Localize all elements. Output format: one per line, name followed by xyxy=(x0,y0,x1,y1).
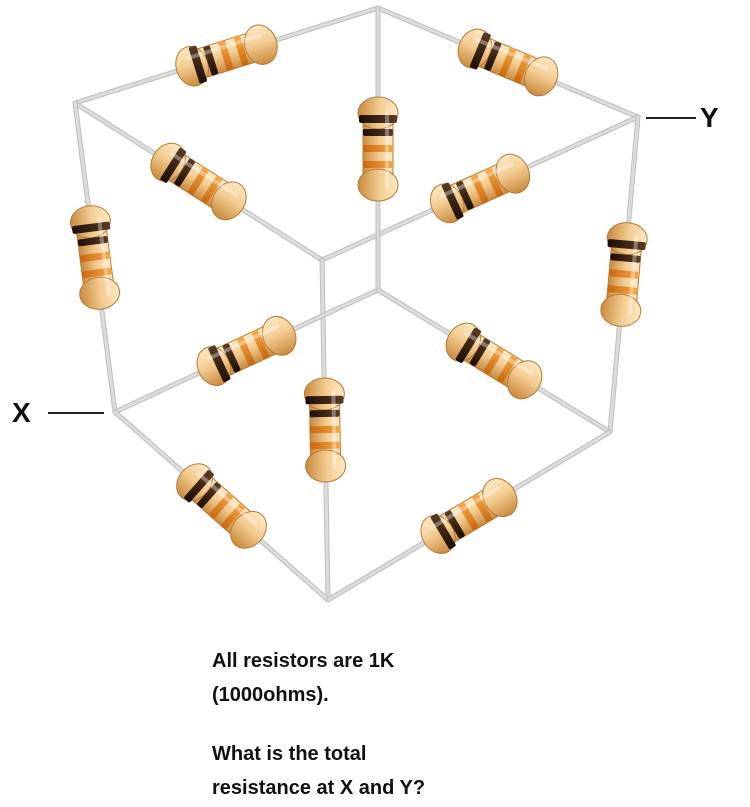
y-lead-wire xyxy=(646,117,696,119)
resistor-front-vertical xyxy=(303,377,347,483)
resistor-color-band xyxy=(174,158,195,187)
resistor-highlight xyxy=(331,389,337,470)
terminal-x-label: X xyxy=(12,397,31,428)
resistor-group xyxy=(69,24,648,554)
resistor-top-front-right xyxy=(429,153,531,224)
resistor-highlight xyxy=(169,151,238,197)
resistor-end-cap xyxy=(79,276,121,310)
resistor-color-band xyxy=(363,145,393,152)
resistor-color-band xyxy=(81,267,113,279)
resistor-color-band xyxy=(363,161,393,168)
resistor-color-band xyxy=(203,45,219,76)
caption-line-2: (1000ohms). xyxy=(212,684,329,706)
resistor-color-band xyxy=(222,343,241,373)
resistor-color-band xyxy=(469,338,490,367)
resistor-end-cap xyxy=(176,463,213,502)
resistor-color-band xyxy=(218,40,234,71)
resistor-end-cap xyxy=(303,377,345,411)
resistor-color-band xyxy=(251,330,270,359)
resistor-cube-diagram xyxy=(69,5,648,603)
resistor-color-band xyxy=(184,470,214,503)
caption-line-1: All resistors are 1K xyxy=(212,650,395,672)
resistor-color-band xyxy=(430,513,456,549)
resistor-color-band xyxy=(458,502,479,531)
resistor-highlight xyxy=(206,324,280,361)
resistor-color-band xyxy=(237,336,255,366)
resistor-highlight xyxy=(185,33,263,61)
resistor-end-cap xyxy=(243,24,278,65)
resistor-highlight xyxy=(464,331,534,376)
resistor-color-band xyxy=(455,327,481,363)
resistor-end-cap xyxy=(230,510,267,549)
resistor-highlight xyxy=(196,472,258,527)
resistor-bottom-back-left xyxy=(196,315,297,387)
resistor-highlight xyxy=(385,109,389,189)
resistor-color-band xyxy=(188,45,207,84)
resistor-highlight xyxy=(97,216,111,297)
resistor-color-band xyxy=(484,41,502,71)
resistor-color-band xyxy=(197,482,221,508)
resistor-color-band xyxy=(233,36,249,66)
resistor-color-band xyxy=(79,251,111,263)
resistor-highlight xyxy=(474,37,549,71)
resistor-color-band xyxy=(444,510,465,539)
resistor-color-band xyxy=(160,147,186,183)
resistor-end-cap xyxy=(357,96,399,130)
caption-line-4: resistance at X and Y? xyxy=(212,777,426,799)
resistor-bottom-front-right xyxy=(420,478,518,554)
resistor-bottom-back-right xyxy=(445,322,543,400)
resistor-highlight xyxy=(429,486,500,530)
resistor-color-band xyxy=(610,253,641,263)
resistor-color-band xyxy=(470,174,489,204)
resistor-color-band xyxy=(309,425,341,434)
resistor-color-band xyxy=(221,503,245,529)
resistor-end-cap xyxy=(211,181,247,221)
resistor-color-band xyxy=(359,115,397,123)
resistor-color-band xyxy=(499,47,516,77)
resistor-color-band xyxy=(310,441,341,450)
resistor-top-back-left xyxy=(175,24,278,87)
resistor-end-cap xyxy=(357,168,399,202)
resistor-end-cap xyxy=(507,360,543,400)
resistor-color-band xyxy=(305,395,344,405)
wire-frame xyxy=(72,5,641,603)
resistor-color-band xyxy=(483,346,504,375)
resistor-bottom-front-left xyxy=(176,463,267,549)
resistor-end-cap xyxy=(524,56,559,97)
resistor-color-band xyxy=(441,182,464,220)
resistor-end-cap xyxy=(600,293,642,327)
resistor-color-band xyxy=(469,32,491,70)
resistor-color-band xyxy=(363,129,393,136)
resistor-color-band xyxy=(72,221,111,234)
resistor-back-vertical xyxy=(357,96,399,202)
puzzle-caption: All resistors are 1K (1000ohms). What is… xyxy=(212,644,612,805)
x-lead-wire xyxy=(48,412,104,414)
resistor-color-band xyxy=(472,494,493,523)
resistor-color-band xyxy=(187,167,209,196)
terminal-y-label: Y xyxy=(700,102,719,133)
resistor-top-front-left xyxy=(150,142,247,221)
resistor-color-band xyxy=(608,269,640,279)
resistor-color-band xyxy=(309,409,340,418)
resistor-highlight xyxy=(439,162,513,198)
resistor-color-band xyxy=(607,285,638,295)
resistor-end-cap xyxy=(261,315,297,356)
resistor-color-band xyxy=(497,355,518,383)
resistor-end-cap xyxy=(305,449,347,483)
resistor-color-band xyxy=(456,180,474,210)
resistor-color-band xyxy=(607,239,646,251)
resistor-end-cap xyxy=(482,478,518,518)
resistor-color-band xyxy=(77,235,108,247)
resistor-color-band xyxy=(513,53,531,84)
resistor-top-back-right xyxy=(457,28,559,97)
resistor-color-band xyxy=(201,176,222,204)
resistor-left-vertical xyxy=(69,205,121,310)
resistor-highlight xyxy=(627,235,639,316)
resistor-color-band xyxy=(485,167,503,197)
caption-line-3: What is the total xyxy=(212,743,367,765)
resistor-color-band xyxy=(209,492,233,519)
resistor-color-band xyxy=(208,345,231,382)
resistor-right-vertical xyxy=(600,222,648,327)
